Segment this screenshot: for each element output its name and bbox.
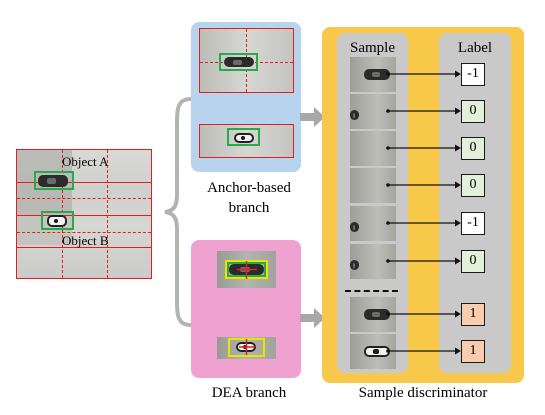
sample-patch: [350, 297, 396, 332]
sample-car: [350, 222, 359, 232]
discriminator-caption: Sample discriminator: [358, 385, 488, 401]
sample-label-box: 0: [461, 137, 485, 160]
sample-patch: [350, 94, 396, 129]
sample-car: [350, 260, 359, 270]
dea-branch-caption: DEA branch: [211, 385, 287, 401]
sample-label-box: 1: [461, 340, 485, 363]
sample-patch: [350, 131, 396, 166]
anchor-tile-a: [199, 28, 294, 93]
grid-line: [17, 198, 151, 199]
anchor-tile-b: [199, 124, 294, 158]
object-a-car: [224, 57, 254, 67]
label-title: Label: [457, 40, 493, 56]
object-b-car: [47, 215, 67, 227]
sample-patch: [350, 206, 396, 241]
grid-line: [62, 150, 63, 278]
sample-car: [364, 309, 390, 320]
grid-line: [17, 247, 151, 248]
sample-patch: [350, 334, 396, 369]
label-column: Label: [439, 33, 511, 373]
sample-label-box: -1: [461, 212, 485, 235]
sample-label-box: 1: [461, 303, 485, 326]
sample-label-box: -1: [461, 63, 485, 86]
grid-line: [107, 150, 108, 278]
sample-label-box: 0: [461, 100, 485, 123]
sample-label-box: 0: [461, 174, 485, 197]
sample-car: [350, 110, 359, 120]
anchor-branch-caption: Anchor-based branch: [196, 178, 302, 218]
object-b-box: [41, 211, 74, 230]
arrow-to-discriminator-icon: [300, 107, 325, 127]
sample-patch: [350, 168, 396, 203]
grid-line: [17, 182, 151, 183]
sample-patch: [350, 244, 396, 279]
grid-line: [17, 215, 151, 216]
branch-bracket: [164, 97, 192, 327]
object-b-car: [234, 133, 254, 143]
object-a-car: [38, 175, 68, 187]
arrow-to-discriminator-icon: [300, 308, 325, 328]
anchor-box: [219, 53, 258, 71]
object-b-label: Object B: [62, 233, 109, 248]
separator-line: [345, 290, 398, 292]
grid-line: [17, 232, 151, 233]
input-image-grid: [16, 149, 152, 279]
object-a-label: Object A: [62, 154, 109, 169]
anchor-caption-line-1: Anchor-based: [207, 180, 291, 196]
sample-label-box: 0: [461, 250, 485, 273]
anchor-box: [227, 128, 260, 146]
sample-patch: [350, 57, 396, 92]
sample-title: Sample: [350, 40, 395, 56]
sample-car: [364, 346, 390, 357]
dea-center-marks: [237, 261, 257, 355]
anchor-caption-line-2: branch: [228, 200, 270, 216]
object-a-box: [34, 171, 74, 190]
sample-car: [364, 69, 390, 80]
